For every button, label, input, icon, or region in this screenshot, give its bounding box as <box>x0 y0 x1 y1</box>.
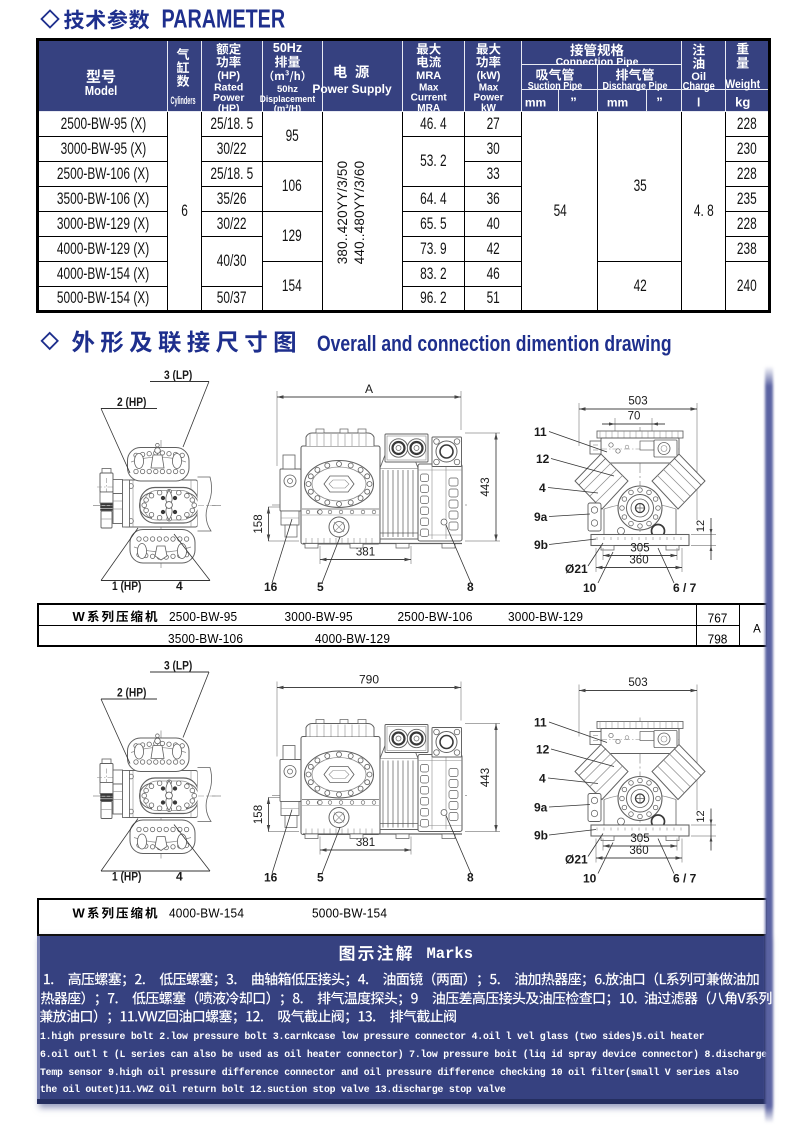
svg-text:W: W <box>73 609 86 624</box>
svg-text:790: 790 <box>359 673 379 687</box>
svg-text:5000-BW-154: 5000-BW-154 <box>312 906 387 920</box>
svg-text:8: 8 <box>467 871 474 885</box>
svg-text:10: 10 <box>583 581 597 595</box>
svg-text:4: 4 <box>176 870 183 884</box>
svg-text:4: 4 <box>176 579 183 593</box>
svg-text:9b: 9b <box>534 829 548 843</box>
svg-text:305: 305 <box>630 833 649 845</box>
svg-text:381: 381 <box>356 837 375 849</box>
svg-text:3 (LP): 3 (LP) <box>164 660 193 673</box>
svg-text:Ø21: Ø21 <box>565 562 588 576</box>
svg-text:9a: 9a <box>534 801 548 815</box>
svg-text:158: 158 <box>253 805 265 824</box>
svg-text:443: 443 <box>480 477 492 496</box>
svg-text:5: 5 <box>317 871 324 885</box>
svg-text:8: 8 <box>467 580 474 594</box>
svg-text:4: 4 <box>539 772 546 786</box>
svg-text:10: 10 <box>583 872 597 886</box>
svg-text:3 (LP): 3 (LP) <box>164 369 193 382</box>
svg-text:2 (HP): 2 (HP) <box>117 396 147 409</box>
svg-text:503: 503 <box>628 677 647 689</box>
svg-text:2 (HP): 2 (HP) <box>117 687 147 700</box>
svg-text:158: 158 <box>253 514 265 533</box>
svg-text:A: A <box>753 624 761 636</box>
svg-text:11: 11 <box>534 425 547 439</box>
svg-text:360: 360 <box>629 845 648 857</box>
svg-text:9a: 9a <box>534 510 548 524</box>
svg-text:12: 12 <box>695 520 707 532</box>
svg-text:Ø21: Ø21 <box>565 853 588 867</box>
svg-text:W: W <box>73 906 86 921</box>
svg-text:16: 16 <box>264 580 278 594</box>
svg-text:1 (HP): 1 (HP) <box>112 871 142 884</box>
svg-text:2500-BW-106: 2500-BW-106 <box>398 610 473 624</box>
svg-text:6 / 7: 6 / 7 <box>673 872 697 886</box>
svg-text:503: 503 <box>628 396 647 408</box>
svg-text:4000-BW-154: 4000-BW-154 <box>169 906 244 920</box>
svg-text:12: 12 <box>536 743 550 757</box>
svg-text:12: 12 <box>536 452 550 466</box>
svg-text:6 / 7: 6 / 7 <box>673 581 697 595</box>
svg-text:2500-BW-95: 2500-BW-95 <box>169 610 237 624</box>
svg-text:767: 767 <box>708 611 728 625</box>
svg-text:443: 443 <box>480 768 492 787</box>
svg-text:360: 360 <box>629 555 648 567</box>
svg-text:5: 5 <box>317 580 324 594</box>
svg-text:9b: 9b <box>534 538 548 552</box>
svg-text:1 (HP): 1 (HP) <box>112 580 142 593</box>
svg-text:3000-BW-129: 3000-BW-129 <box>508 610 583 624</box>
svg-text:70: 70 <box>628 411 641 423</box>
svg-text:12: 12 <box>695 810 707 822</box>
svg-text:4: 4 <box>539 481 546 495</box>
svg-text:16: 16 <box>264 871 278 885</box>
svg-text:3000-BW-95: 3000-BW-95 <box>285 610 353 624</box>
svg-text:381: 381 <box>356 547 375 559</box>
svg-text:Overall and connection dimenti: Overall and connection dimention drawing <box>317 332 672 357</box>
svg-text:A: A <box>365 382 373 396</box>
svg-text:PARAMETER: PARAMETER <box>162 4 286 33</box>
svg-text:11: 11 <box>534 716 547 730</box>
svg-text:305: 305 <box>630 543 649 555</box>
